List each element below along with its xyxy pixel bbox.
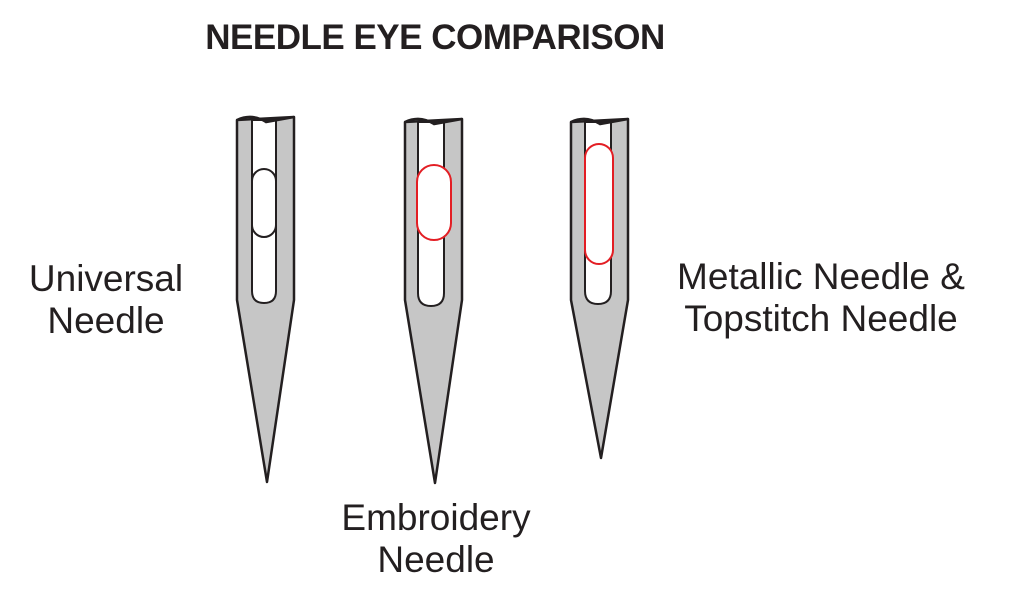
metallic-topstitch-needle <box>569 117 630 460</box>
embroidery-needle-top <box>404 117 463 126</box>
metallic-topstitch-needle-label: Metallic Needle & Topstitch Needle <box>677 256 965 339</box>
universal-needle <box>235 115 296 484</box>
universal-needle-label: Universal Needle <box>28 258 184 341</box>
metallic-needle-top <box>570 117 629 126</box>
embroidery-needle-eye <box>416 164 452 241</box>
embroidery-needle <box>403 117 464 485</box>
diagram-title: NEEDLE EYE COMPARISON <box>205 18 665 57</box>
universal-needle-top <box>236 115 295 124</box>
metallic-needle-eye <box>584 143 614 265</box>
universal-needle-eye <box>251 168 277 238</box>
embroidery-needle-label: Embroidery Needle <box>341 497 531 580</box>
